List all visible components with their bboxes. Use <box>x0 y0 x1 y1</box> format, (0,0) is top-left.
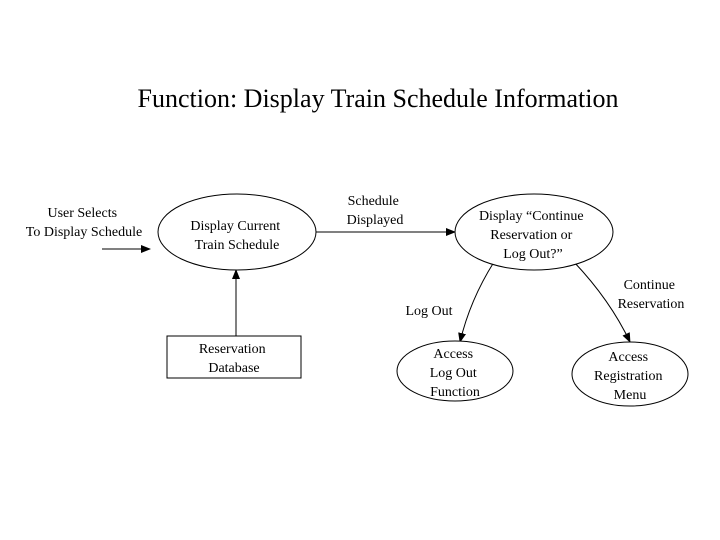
access-logout-label-line: Log Out <box>430 366 477 381</box>
process-display-prompt <box>454 193 614 271</box>
log-out-label-line: Log Out <box>405 304 452 319</box>
continue-reservation-label-line: Continue <box>624 278 675 293</box>
trigger-label-line: User Selects <box>47 206 117 221</box>
process-access-logout <box>396 340 514 402</box>
access-registration-label-line: Registration <box>594 369 662 384</box>
log-out-label: Log Out <box>405 304 452 319</box>
schedule-displayed-label-line: Displayed <box>347 213 404 228</box>
display-prompt-label-line: Log Out?” <box>503 247 562 262</box>
arrow-prompt-to-logout <box>458 261 495 343</box>
reservation-database-label-line: Reservation <box>199 342 266 357</box>
process-display-schedule <box>157 193 317 271</box>
display-prompt-label-line: Display “Continue <box>479 209 584 224</box>
continue-reservation-label-line: Reservation <box>618 297 685 312</box>
access-logout-label-line: Access <box>433 347 473 362</box>
trigger-label: User Selects To Display Schedule <box>26 206 142 240</box>
schedule-displayed-label-line: Schedule <box>348 194 399 209</box>
reservation-database-label-line: Database <box>208 361 259 376</box>
access-registration-label-line: Access <box>608 350 648 365</box>
access-registration-label-line: Menu <box>614 388 647 403</box>
access-logout-label-line: Function <box>430 385 480 400</box>
continue-reservation-label: Continue Reservation <box>618 278 685 312</box>
trigger-label-line: To Display Schedule <box>26 225 142 240</box>
display-schedule-label-line: Train Schedule <box>195 238 280 253</box>
display-schedule-label-line: Display Current <box>190 219 280 234</box>
display-prompt-label: Display “Continue Reservation or Log Out… <box>479 209 587 262</box>
access-registration-label: Access Registration Menu <box>594 350 666 403</box>
display-schedule-label: Display Current Train Schedule <box>190 219 283 253</box>
reservation-database-label: Reservation Database <box>199 342 269 376</box>
schedule-displayed-label: Schedule Displayed <box>347 194 404 228</box>
access-logout-label: Access Log Out Function <box>430 347 481 400</box>
arrow-prompt-to-registration <box>573 261 631 343</box>
process-access-registration <box>571 341 689 407</box>
display-prompt-label-line: Reservation or <box>490 228 572 243</box>
diagram-title: Function: Display Train Schedule Informa… <box>138 84 619 113</box>
store-reservation-database <box>166 335 302 379</box>
